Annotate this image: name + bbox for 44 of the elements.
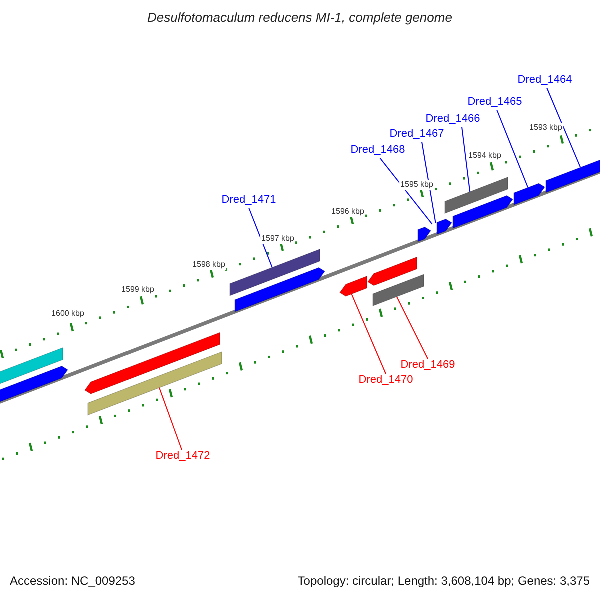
- gene-segment: [514, 183, 546, 206]
- scale-label: 1600 kbp: [50, 309, 86, 319]
- gene-bar: [372, 274, 424, 307]
- leader-line: [462, 126, 471, 192]
- gene-label: Dred_1465: [468, 96, 522, 109]
- gene-segment: [84, 332, 220, 394]
- genome-info-text: Topology: circular; Length: 3,608,104 bp; Genes: 3,375: [298, 575, 590, 588]
- gene-label: Dred_1464: [518, 74, 572, 87]
- gene-bar: [230, 248, 320, 296]
- title: Desulfotomaculum reducens MI-1, complete genome: [148, 11, 452, 24]
- gene-segment: [546, 158, 600, 194]
- gene-label: Dred_1472: [156, 450, 210, 463]
- gene-label: Dred_1468: [350, 144, 406, 157]
- leader-line: [380, 158, 433, 225]
- gene-segment: [234, 267, 326, 312]
- leader-line: [422, 142, 436, 224]
- gene-segment: [436, 218, 452, 236]
- scale-label: 1598 kbp: [192, 260, 226, 270]
- gene-bar: [444, 176, 508, 214]
- scale-label: 1594 kbp: [468, 151, 502, 161]
- gene-bar: [88, 352, 222, 416]
- gene-segment: [0, 366, 68, 404]
- scale-label: 1595 kbp: [400, 180, 434, 190]
- leader-line: [351, 294, 386, 374]
- scale-label: 1599 kbp: [120, 285, 156, 295]
- gene-segment: [418, 226, 432, 242]
- leader-line: [546, 88, 582, 168]
- gene-segment: [452, 195, 514, 229]
- accession-text: Accession: NC_009253: [10, 575, 136, 588]
- leader-line: [248, 208, 273, 268]
- gene-label: Dred_1467: [390, 128, 444, 141]
- scale-label: 1597 kbp: [260, 234, 296, 244]
- gene-label: Dred_1470: [358, 374, 414, 387]
- leader-line: [159, 387, 182, 450]
- gene-label: Dred_1466: [426, 113, 480, 126]
- scale-label: 1593 kbp: [528, 123, 564, 133]
- scale-label: 1596 kbp: [330, 207, 366, 217]
- gene-label: Dred_1469: [400, 359, 456, 372]
- gene-segment: [368, 256, 418, 286]
- leader-line: [396, 296, 428, 360]
- gene-bar: [0, 347, 64, 386]
- leader-line: [496, 110, 529, 188]
- gene-label: Dred_1471: [222, 194, 276, 207]
- gene-segment: [340, 276, 368, 297]
